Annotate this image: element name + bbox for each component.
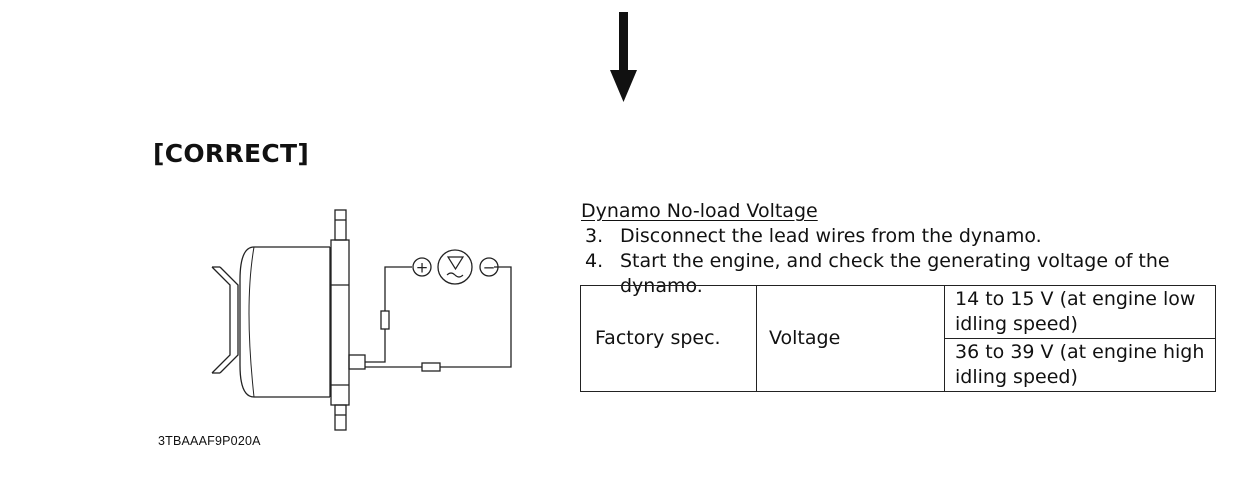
figure-code: 3TBAAAF9P020A [158,434,261,448]
negative-sign: − [483,259,496,277]
dynamo-terminal [348,354,366,370]
spec-label: Factory spec. [580,285,757,392]
page-heading: [CORRECT] [153,139,310,168]
step-item: 3. Disconnect the lead wires from the dy… [585,224,1235,249]
spec-value-low: 14 to 15 V (at engine low idling speed) [944,285,1216,339]
voltmeter-symbol [412,249,499,285]
spec-value-high: 36 to 39 V (at engine high idling speed) [944,338,1216,392]
dynamo-flange [330,209,350,431]
dynamo-bracket [211,266,239,374]
step-number: 4. [585,250,604,272]
step-text: Disconnect the lead wires from the dynam… [620,225,1042,247]
spec-item: Voltage [756,285,945,392]
dynamo-body [239,246,331,398]
factory-spec-table: Factory spec. Voltage 14 to 15 V (at eng… [580,285,1216,392]
procedure-steps: 3. Disconnect the lead wires from the dy… [585,224,1235,299]
down-arrow-icon [610,12,637,102]
section-title: Dynamo No-load Voltage [581,200,818,222]
test-leads [365,266,512,372]
positive-sign: + [416,259,429,277]
step-number: 3. [585,225,604,247]
dynamo-wiring-diagram: + − [211,209,512,431]
